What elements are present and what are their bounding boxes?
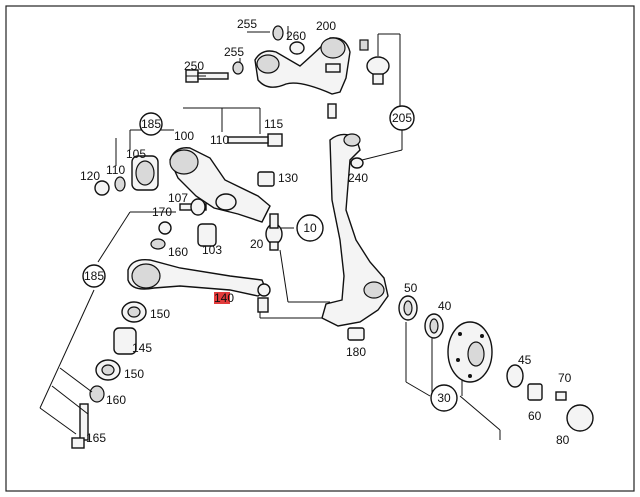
- lower-control-arm[interactable]: [169, 147, 271, 223]
- nut-170[interactable]: [158, 221, 172, 235]
- washer-160-bottom[interactable]: [89, 385, 105, 403]
- seal-50[interactable]: [398, 295, 418, 321]
- label-140: 140: [214, 291, 234, 305]
- bolt-240[interactable]: [350, 157, 364, 169]
- label-60: 60: [528, 409, 542, 423]
- nut-60[interactable]: [527, 383, 543, 401]
- bolt-165[interactable]: [71, 403, 89, 449]
- label-70: 70: [558, 371, 572, 385]
- bearing-45[interactable]: [506, 364, 524, 388]
- washer-110[interactable]: [114, 176, 126, 192]
- callout-185-top: 185: [139, 112, 163, 136]
- tension-strut-140[interactable]: [127, 259, 271, 313]
- bolt-330[interactable]: [327, 103, 337, 119]
- bushing-103[interactable]: [197, 223, 217, 247]
- label-185a: 185: [141, 117, 161, 131]
- label-145: 145: [132, 341, 152, 355]
- label-110a: 110: [210, 133, 229, 147]
- bolt-115[interactable]: [227, 133, 283, 147]
- label-255a: 255: [237, 17, 257, 31]
- label-255b: 255: [224, 45, 244, 59]
- upper-ball-joint[interactable]: [359, 39, 390, 85]
- label-40: 40: [438, 299, 452, 313]
- label-250: 250: [184, 59, 204, 73]
- bearing-40[interactable]: [424, 313, 444, 339]
- label-103: 103: [202, 243, 222, 257]
- wheel-hub[interactable]: [447, 321, 493, 383]
- ball-joint-20[interactable]: [265, 213, 283, 251]
- bushing-145[interactable]: [113, 327, 137, 355]
- bolt-70[interactable]: [555, 391, 567, 401]
- highlight-140: [214, 292, 230, 304]
- label-165: 165: [86, 431, 106, 445]
- upper-control-arm[interactable]: [254, 37, 351, 95]
- label-160a: 160: [168, 245, 188, 259]
- label-150b: 150: [124, 367, 144, 381]
- callout-205: 205: [389, 105, 415, 131]
- callout-10: 10: [296, 214, 324, 242]
- label-10: 10: [303, 221, 317, 235]
- label-185b: 185: [84, 269, 104, 283]
- steering-knuckle[interactable]: [321, 133, 389, 327]
- label-170: 170: [152, 205, 172, 219]
- label-110b: 110: [106, 163, 125, 177]
- leader-lines: [39, 26, 501, 440]
- label-105: 105: [126, 147, 146, 161]
- label-50: 50: [404, 281, 418, 295]
- label-107: 107: [168, 191, 188, 205]
- label-115: 115: [264, 117, 283, 131]
- bushing-105[interactable]: [131, 155, 159, 191]
- callout-185-left: 185: [82, 264, 106, 288]
- nut-120[interactable]: [94, 180, 110, 196]
- callout-30: 30: [430, 384, 458, 412]
- label-260: 260: [286, 29, 306, 43]
- label-120: 120: [80, 169, 100, 183]
- diagram-frame: [5, 5, 635, 492]
- label-30: 30: [437, 391, 451, 405]
- label-150a: 150: [150, 307, 170, 321]
- label-205: 205: [392, 111, 412, 125]
- nut-180[interactable]: [347, 327, 365, 341]
- bushing-150-bottom[interactable]: [95, 359, 121, 381]
- label-160b: 160: [106, 393, 126, 407]
- washer-255-top[interactable]: [272, 25, 284, 41]
- label-130: 130: [278, 171, 298, 185]
- label-80: 80: [556, 433, 570, 447]
- bolt-107[interactable]: [179, 198, 207, 216]
- label-180: 180: [346, 345, 366, 359]
- nut-130[interactable]: [257, 171, 275, 187]
- cap-80[interactable]: [566, 404, 594, 432]
- label-100: 100: [174, 129, 194, 143]
- label-20: 20: [250, 237, 264, 251]
- bushing-150-top[interactable]: [121, 301, 147, 323]
- label-200: 200: [316, 19, 336, 33]
- label-240: 240: [348, 171, 368, 185]
- label-45: 45: [518, 353, 532, 367]
- washer-160-top[interactable]: [150, 238, 166, 250]
- washer-255-mid[interactable]: [232, 61, 244, 75]
- nut-260[interactable]: [289, 41, 305, 55]
